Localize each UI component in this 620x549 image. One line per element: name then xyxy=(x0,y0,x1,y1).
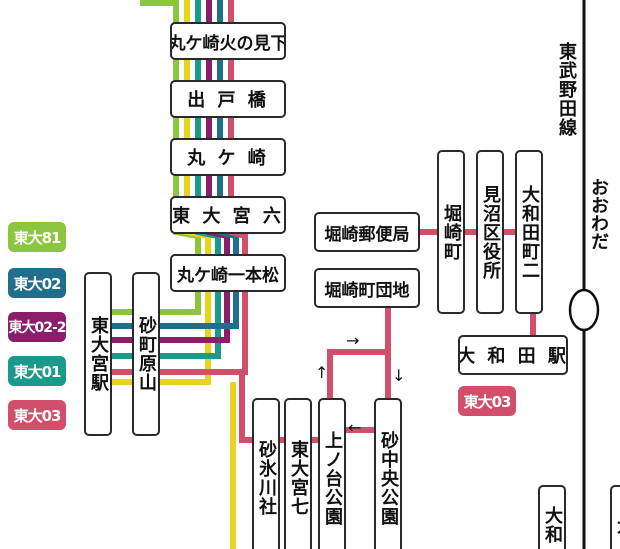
stop-owada-station: 大 和 田 駅 xyxy=(458,335,568,375)
stop-horisaki-yubinkyoku: 堀崎郵便局 xyxy=(314,212,420,252)
stop-higashi-omiya-7: 東大宮七 xyxy=(284,398,312,549)
stop-suna-hikawasha: 砂氷川社 xyxy=(252,398,280,549)
stop-marugasaki: 丸 ケ 崎 xyxy=(170,138,286,176)
station-marker xyxy=(568,288,600,332)
badge-route-higashi-dai-02: 東大02 xyxy=(8,268,66,298)
direction-arrow-down: ↓ xyxy=(392,366,406,385)
stop-suna-chuo-koen: 砂中央公園 xyxy=(374,398,402,549)
stop-marugasaki-hinomishita: 丸ケ崎火の見下 xyxy=(170,22,286,60)
badge-route-higashi-dai-03: 東大03 xyxy=(8,400,66,430)
badge-route-higashi-dai-81: 東大81 xyxy=(8,222,66,252)
stop-idebashi: 出 戸 橋 xyxy=(170,80,286,118)
stop-owada-partial: 大和 xyxy=(538,485,566,549)
railway-station-name: おおわだ xyxy=(588,178,609,250)
direction-arrow-up: ↑ xyxy=(315,363,329,382)
badge-route-higashi-dai-01: 東大01 xyxy=(8,356,66,386)
badge-owada-route-higashi-dai-03: 東大03 xyxy=(458,386,516,416)
stop-marugasaki-ipponmatsu: 丸ケ崎一本松 xyxy=(170,254,286,292)
railway-line-name: 東武野田線 xyxy=(556,42,577,137)
stop-uenodai-koen: 上ノ台公園 xyxy=(318,398,346,549)
stop-higashi-omiya-6: 東 大 宮 六 xyxy=(170,196,286,234)
stop-higashi-omiya-station: 東大宮駅 xyxy=(84,272,112,436)
stop-horisaki-danchi: 堀崎町団地 xyxy=(314,268,420,308)
badge-route-higashi-dai-02-2: 東大02-2 xyxy=(8,312,67,342)
stop-minuma-kuyakusho: 見沼区役所 xyxy=(476,150,504,314)
direction-arrow-right: → xyxy=(346,331,360,350)
stop-owada-2: 大和田町二 xyxy=(515,150,543,314)
direction-arrow-left: ← xyxy=(348,418,362,437)
stop-sunacho-harayama: 砂町原山 xyxy=(132,272,160,436)
stop-horisakicho: 堀崎町 xyxy=(437,150,465,314)
stop-edge-partial: 大 xyxy=(610,485,620,549)
